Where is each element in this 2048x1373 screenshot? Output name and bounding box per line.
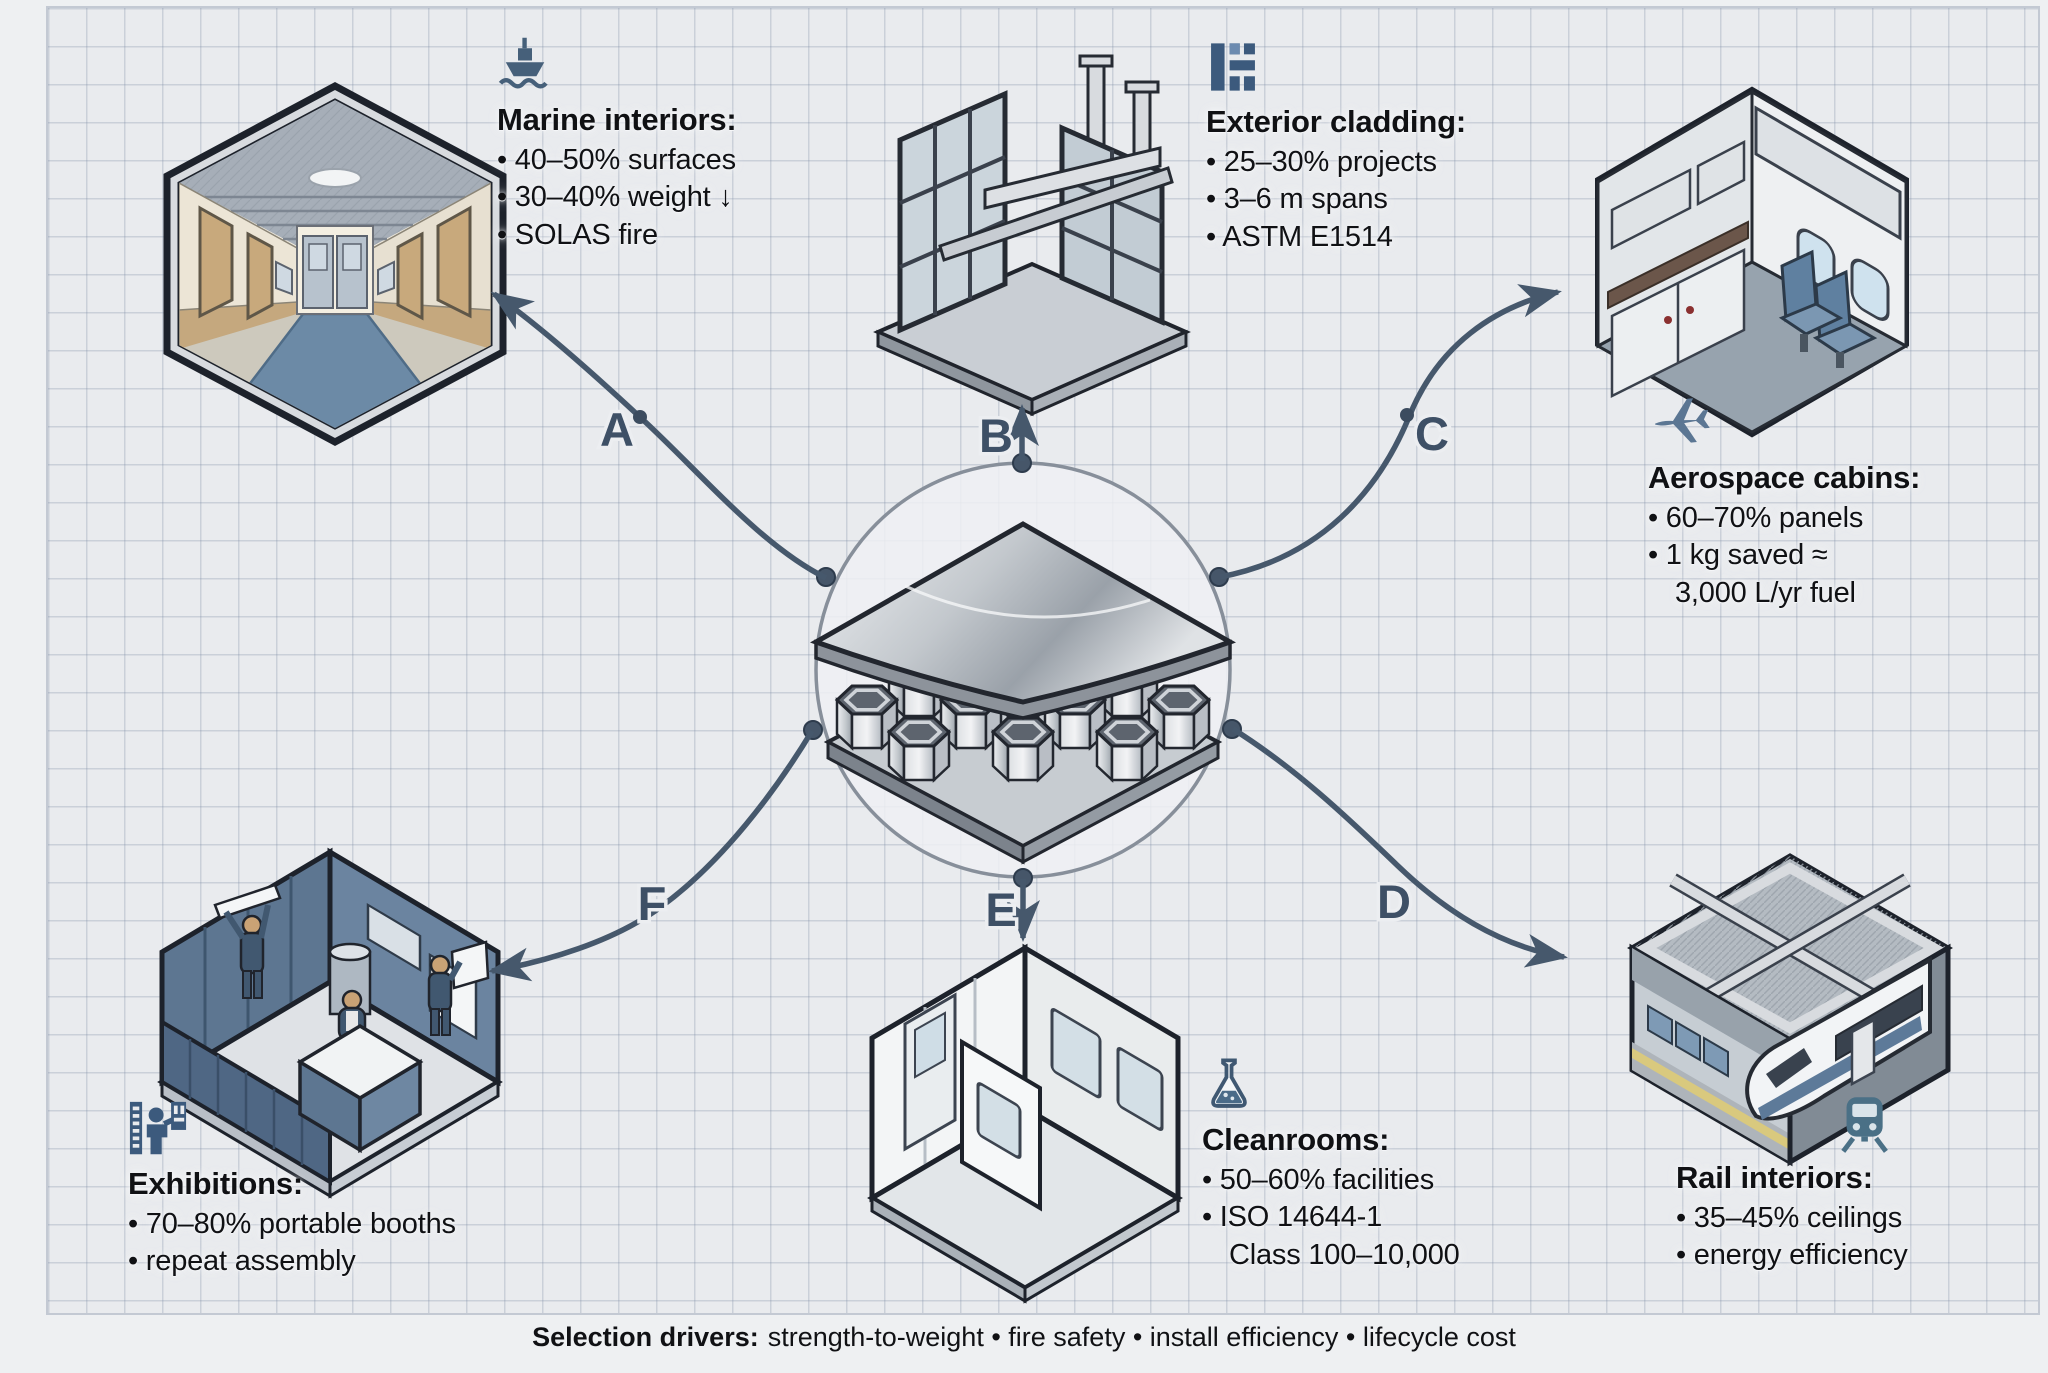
booth-desk (296, 1023, 424, 1154)
exhibition-booth-icon (129, 1101, 187, 1155)
aerospace-bullet: • 60–70% panels (1648, 501, 1864, 534)
booth-worker-installing (213, 883, 282, 999)
rail-bullet: • energy efficiency (1676, 1239, 1908, 1271)
cladding-label-block: Exterior cladding: • 25–30% projects • 3… (1206, 38, 1466, 256)
connector-label-d: D (1377, 875, 1411, 928)
cleanroom-illustration (867, 943, 1183, 1304)
cleanrooms-bullet: • ISO 14644-1 (1202, 1201, 1383, 1233)
flask-icon (1211, 1058, 1247, 1108)
connector-waypoint-dots (633, 408, 1414, 424)
aerospace-bullet-continued: 3,000 L/yr fuel (1675, 576, 1856, 609)
cladding-panels-icon (1211, 43, 1255, 91)
exhibition-booth-illustration (157, 847, 503, 1199)
connector-label-f: F (638, 877, 667, 930)
connector-f-path (488, 729, 815, 982)
connector-a-path (490, 291, 828, 581)
cladding-bullet: • 25–30% projects (1206, 145, 1437, 178)
core-hub (803, 453, 1242, 888)
exhibitions-bullet: • 70–80% portable booths (128, 1207, 456, 1240)
connector-c-path (1219, 284, 1562, 580)
cladding-title: Exterior cladding: (1206, 104, 1466, 139)
marine-bullet: • 30–40% weight ↓ (497, 181, 733, 213)
marine-title: Marine interiors: (497, 102, 737, 137)
exterior-cladding-illustration (873, 54, 1191, 417)
connector-label-b: B (979, 409, 1013, 462)
rail-interior-illustration (1627, 853, 1953, 1167)
cladding-bullet: • ASTM E1514 (1206, 220, 1393, 253)
aerospace-title: Aerospace cabins: (1648, 460, 1921, 495)
cleanrooms-bullet-continued: Class 100–10,000 (1229, 1238, 1460, 1271)
marine-bullet: • 40–50% surfaces (497, 143, 736, 176)
selection-drivers-caption: Selection drivers: strength-to-weight • f… (0, 1322, 2048, 1353)
cleanrooms-label-block: Cleanrooms: • 50–60% facilities • ISO 14… (1202, 1054, 1460, 1274)
cladding-bullet: • 3–6 m spans (1206, 183, 1388, 215)
cleanrooms-title: Cleanrooms: (1202, 1122, 1390, 1157)
aerospace-label-block: Aerospace cabins: • 60–70% panels • 1 kg… (1648, 390, 1920, 612)
connector-label-e: E (985, 883, 1016, 936)
airplane-icon (1655, 398, 1710, 443)
train-icon (1841, 1097, 1888, 1153)
exhibitions-label-block: Exhibitions: • 70–80% portable booths • … (128, 1100, 456, 1281)
rail-bullet: • 35–45% ceilings (1676, 1201, 1903, 1234)
connector-label-a: A (600, 403, 634, 456)
exhibitions-bullet: • repeat assembly (128, 1245, 356, 1277)
aerospace-cabin-illustration (1594, 86, 1910, 438)
rail-title: Rail interiors: (1676, 1160, 1873, 1195)
selection-drivers-items: strength-to-weight • fire safety • insta… (767, 1322, 1516, 1352)
exhibitions-title: Exhibitions: (128, 1166, 303, 1201)
connector-d-path (1231, 726, 1568, 968)
aerospace-bullet: • 1 kg saved ≈ (1648, 539, 1828, 571)
cleanrooms-bullet: • 50–60% facilities (1202, 1163, 1435, 1196)
rail-label-block: Rail interiors: • 35–45% ceilings • ener… (1676, 1152, 1908, 1275)
marine-interior-illustration (163, 82, 507, 446)
high-speed-train (1745, 956, 1932, 1121)
honeycomb-panel-illustration (810, 521, 1236, 865)
marine-bullet: • SOLAS fire (497, 218, 658, 251)
selection-drivers-label: Selection drivers: (532, 1322, 759, 1352)
marine-label-block: Marine interiors: • 40–50% surfaces • 30… (497, 34, 737, 254)
ship-icon (498, 37, 548, 89)
aircraft-seats (1778, 249, 1878, 368)
booth-worker-holding-sheet (427, 940, 490, 1036)
connector-label-c: C (1415, 407, 1449, 460)
